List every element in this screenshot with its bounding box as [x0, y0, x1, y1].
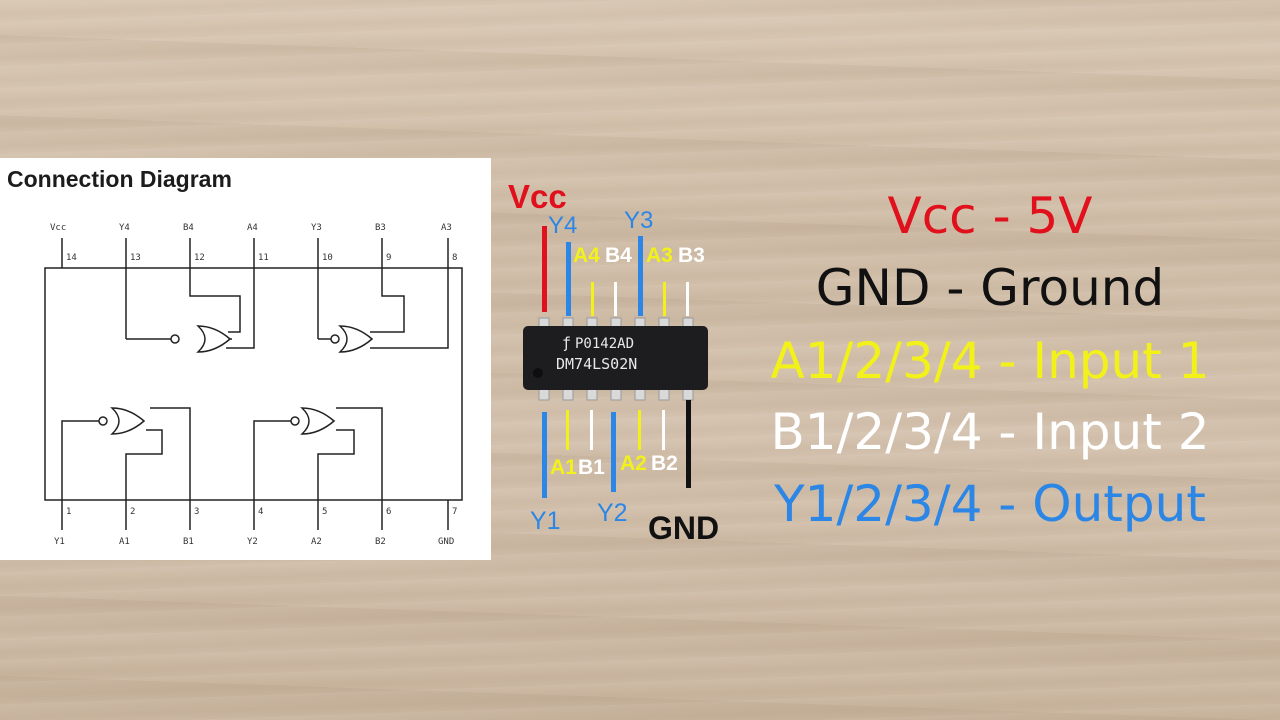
diagram-title: Connection Diagram	[7, 166, 232, 192]
schematic-diagram: Vcc Y4 B4 A4 Y3 B3 A3 14 13 12 11 10 9 8…	[44, 223, 463, 547]
a4-marker	[591, 282, 594, 316]
a2-marker	[638, 410, 641, 450]
b2-marker	[662, 410, 665, 450]
bottom-pin-lines	[61, 500, 449, 530]
label-y1: Y1	[530, 507, 561, 535]
pin-number-7: 7	[452, 507, 457, 517]
pin-name-5: A2	[311, 537, 322, 547]
connection-diagram-panel: Vcc Y4 B4 A4 Y3 B3 A3 14 13 12 11 10 9 8…	[0, 158, 491, 560]
label-y4: Y4	[548, 212, 578, 239]
chip-body	[523, 326, 708, 390]
pin-name-9: B3	[375, 223, 386, 233]
pin-name-14: Vcc	[50, 223, 66, 233]
pin-name-8: A3	[441, 223, 452, 233]
pin-number-3: 3	[194, 507, 199, 517]
nor-gate-1	[61, 407, 191, 500]
chip-logo-icon: ƒ	[562, 334, 571, 352]
label-y3: Y3	[624, 207, 654, 234]
y4-marker	[566, 242, 571, 316]
label-a3: A3	[646, 244, 673, 267]
label-y2: Y2	[597, 499, 628, 527]
label-vcc: Vcc	[508, 178, 567, 215]
pin-name-1: Y1	[54, 537, 65, 547]
legend-vcc: Vcc - 5V	[887, 187, 1093, 245]
pin-number-2: 2	[130, 507, 135, 517]
pin-number-14: 14	[66, 253, 77, 263]
pin-name-12: B4	[183, 223, 194, 233]
label-a4: A4	[573, 244, 600, 267]
pin-number-4: 4	[258, 507, 263, 517]
label-b2: B2	[651, 452, 678, 475]
pin-name-10: Y3	[311, 223, 322, 233]
pin-number-5: 5	[322, 507, 327, 517]
label-gnd: GND	[648, 510, 720, 546]
legend-gnd: GND - Ground	[815, 259, 1165, 317]
y1-marker	[542, 412, 547, 498]
label-b3: B3	[678, 244, 705, 267]
pin-number-8: 8	[452, 253, 457, 263]
a1-marker	[566, 410, 569, 450]
legend-output: Y1/2/3/4 - Output	[774, 475, 1206, 533]
nor-gate-3	[317, 268, 449, 353]
pin-name-11: A4	[247, 223, 258, 233]
pin-number-6: 6	[386, 507, 391, 517]
chip-marking-1: P0142AD	[575, 336, 634, 352]
pin-name-6: B2	[375, 537, 386, 547]
pin-name-13: Y4	[119, 223, 130, 233]
a3-marker	[663, 282, 666, 316]
pin-number-11: 11	[258, 253, 269, 263]
pin-name-4: Y2	[247, 537, 258, 547]
legend-input-1: A1/2/3/4 - Input 1	[770, 332, 1210, 390]
y3-marker	[638, 236, 643, 316]
vcc-marker	[542, 226, 547, 312]
b3-marker	[686, 282, 689, 316]
pin-name-3: B1	[183, 537, 194, 547]
label-a1: A1	[550, 456, 577, 479]
pin-name-7: GND	[438, 537, 454, 547]
legend-input-2: B1/2/3/4 - Input 2	[770, 403, 1210, 461]
top-pin-lines	[61, 238, 449, 268]
pin-number-13: 13	[130, 253, 141, 263]
label-a2: A2	[620, 452, 647, 475]
chip-notch	[533, 368, 543, 378]
nor-gate-2	[253, 407, 383, 500]
label-b4: B4	[605, 244, 632, 267]
label-b1: B1	[578, 456, 605, 479]
chip-marking-2: DM74LS02N	[556, 355, 637, 373]
pin-number-12: 12	[194, 253, 205, 263]
pin-name-2: A1	[119, 537, 130, 547]
pin-number-1: 1	[66, 507, 71, 517]
b4-marker	[614, 282, 617, 316]
b1-marker	[590, 410, 593, 450]
nor-gate-4	[125, 268, 255, 353]
gnd-marker	[686, 400, 691, 488]
y2-marker	[611, 412, 616, 492]
pin-number-9: 9	[386, 253, 391, 263]
pin-number-10: 10	[322, 253, 333, 263]
chip-top-legs	[538, 317, 694, 331]
